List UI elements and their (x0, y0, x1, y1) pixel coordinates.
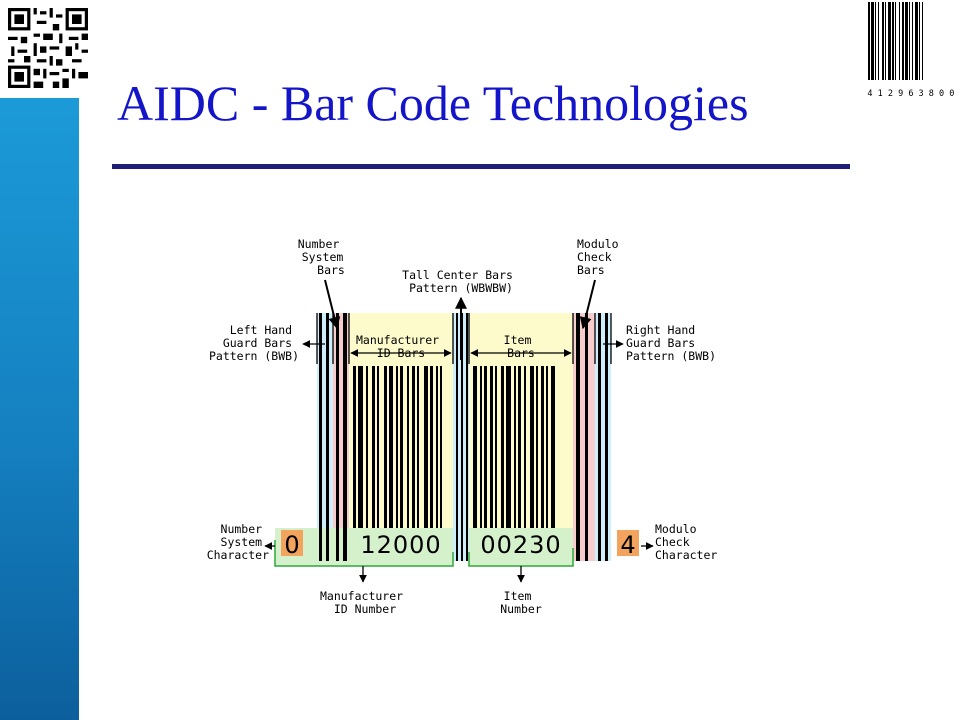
item-data-bar (501, 366, 504, 528)
logo-barcode-bar (892, 2, 894, 80)
item-data-bar (514, 366, 516, 528)
manufacturer-data-bar (412, 366, 415, 528)
pointer-arrows (264, 279, 654, 583)
manufacturer-digits: 12000 (360, 531, 441, 559)
check-bar (576, 313, 580, 561)
number-system-bars-pointer (324, 279, 341, 330)
logo-barcode-bar (899, 2, 900, 80)
manufacturer-data-bar (424, 366, 428, 528)
number-system-bars-label: Number System Bars (298, 237, 350, 277)
left-guard-bar (319, 313, 322, 561)
item-data-bar (546, 366, 548, 528)
right-guard-bar (598, 313, 601, 561)
manufacturer-data-bar (417, 366, 419, 528)
item-data-bar (530, 366, 534, 528)
sidebar-accent-bar (0, 98, 79, 720)
modulo-check-character-label: Modulo Check Character (655, 522, 717, 562)
logo-barcode-bar (868, 2, 870, 80)
title-underline (112, 164, 850, 169)
bracket-lines (316, 313, 612, 364)
manufacturer-data-bar (372, 366, 375, 528)
number-system-digit: 0 (284, 531, 299, 559)
manufacturer-data-bar (384, 366, 387, 528)
manufacturer-data-bar (396, 366, 398, 528)
manufacturer-data-bar (366, 366, 368, 528)
item-data-bar (480, 366, 482, 528)
manufacturer-data-bar (389, 366, 393, 528)
number-system-bar (343, 313, 347, 561)
item-number-label: Item Number (500, 589, 542, 616)
barcode-logo-icon: 4 1 2 9 6 3 8 0 0 9 (867, 2, 960, 99)
center-guard-bar (456, 313, 458, 561)
center-guard-bar (461, 313, 463, 561)
modulo-check-bars-label: Modulo Check Bars (577, 237, 625, 277)
manufacturer-data-bar (400, 366, 403, 528)
logo-barcode-bar (875, 2, 876, 80)
manufacturer-data-bar (440, 366, 442, 528)
item-data-bar (536, 366, 538, 528)
right-guard-bar (605, 313, 608, 561)
tall-center-bars-label: Tall Center Bars Pattern (WBWBW) (402, 268, 520, 295)
logo-barcode-bar (885, 2, 886, 80)
number-system-digit-box (281, 530, 303, 556)
number-system-character-label: Number System Character (207, 522, 269, 562)
qr-code-icon (8, 8, 88, 88)
item-data-bar (506, 366, 511, 528)
manufacturer-data-bar (353, 366, 356, 528)
upc-barcode-diagram: 0 12000 00230 4 Number System Bars Tall … (207, 237, 718, 616)
item-data-bar (518, 366, 521, 528)
logo-barcode-bar (909, 2, 910, 80)
center-guard-bar (466, 313, 468, 561)
logo-barcode-bar (895, 2, 896, 80)
item-data-bar (551, 366, 555, 528)
check-digit: 4 (620, 531, 635, 559)
item-digits: 00230 (480, 531, 561, 559)
logo-barcode-bar (905, 2, 908, 80)
manufacturer-data-bar (430, 366, 433, 528)
manufacturer-number-panel (275, 528, 453, 566)
logo-barcode-bar (888, 2, 891, 80)
logo-barcode-bar (878, 2, 879, 80)
logo-barcode-bar (882, 2, 884, 80)
logo-barcode-bar (871, 2, 874, 80)
manufacturer-id-bars-label: Manufacturer ID Bars (356, 333, 446, 360)
modulo-check-bars-pointer (579, 279, 596, 330)
item-data-bar (490, 366, 493, 528)
diagram-labels: Number System Bars Tall Center Bars Patt… (207, 237, 718, 616)
logo-barcode-bar (919, 2, 920, 80)
item-bars-label: Item Bars (504, 333, 539, 360)
slide-title: AIDC - Bar Code Technologies (117, 75, 749, 131)
check-digit-box (617, 530, 639, 556)
logo-barcode-bar (922, 2, 923, 80)
left-guard-bar (326, 313, 329, 561)
item-data-bar (484, 366, 487, 528)
manufacturer-data-bar (358, 366, 363, 528)
logo-barcode-bar (915, 2, 918, 80)
barcode-bars (319, 313, 608, 561)
logo-barcode-bar (912, 2, 913, 80)
right-guard-label: Right Hand Guard Bars Pattern (BWB) (626, 323, 716, 363)
manufacturer-data-bar (407, 366, 409, 528)
manufacturer-data-bar (436, 366, 438, 528)
item-data-bar (541, 366, 544, 528)
item-data-bar (473, 366, 477, 528)
item-number-panel (469, 528, 573, 566)
left-guard-label: Left Hand Guard Bars Pattern (BWB) (209, 323, 299, 363)
number-panels (275, 528, 573, 566)
barcode-logo-digits: 4 1 2 9 6 3 8 0 0 9 (867, 89, 960, 99)
logo-barcode-bar (902, 2, 904, 80)
right-guard-zone (595, 313, 611, 561)
item-data-bar (495, 366, 497, 528)
item-data-bar (524, 366, 526, 528)
check-bar (585, 313, 588, 561)
number-system-bar (336, 313, 339, 561)
manufacturer-id-number-label: Manufacturer ID Number (320, 589, 410, 616)
manufacturer-data-bar (377, 366, 379, 528)
